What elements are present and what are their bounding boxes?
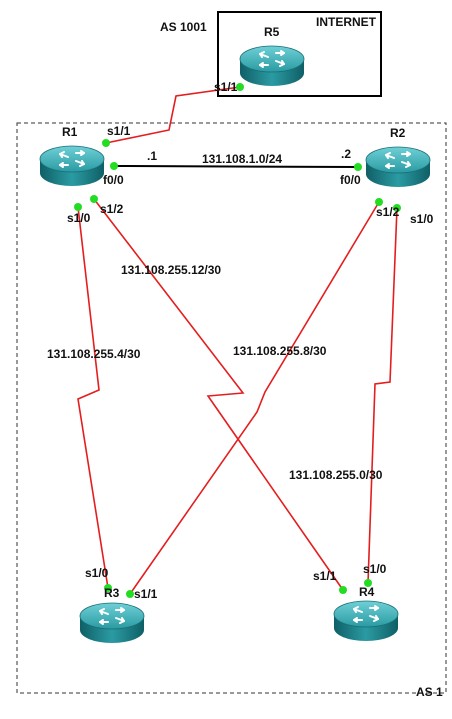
host-r1-f00: .1 [147,149,157,163]
router-r3-name: R3 [104,586,120,600]
link-r2-r3[interactable] [129,201,380,595]
link-r5-r1[interactable] [105,86,241,144]
main-as-label: AS 1 [416,685,443,699]
port-dot-r1-s10[interactable] [74,203,82,211]
network-r1-r2: 131.108.1.0/24 [202,152,282,166]
iface-r2-f00: f0/0 [340,173,361,187]
iface-r1-f00: f0/0 [103,173,124,187]
router-r3[interactable] [79,602,145,644]
link-r2-r4[interactable] [367,207,398,584]
link-r1-r4[interactable] [93,198,344,591]
port-dot-r1-s12[interactable] [90,195,98,203]
port-dot-r4-s10[interactable] [364,579,372,587]
router-icon [39,145,105,187]
router-r2[interactable] [365,146,431,188]
port-dot-r3-s10[interactable] [104,584,112,592]
iface-r4-s10: s1/0 [363,562,387,576]
internet-label: INTERNET [316,15,377,29]
port-dot-r1-f00[interactable] [110,162,118,170]
internet-as-label: AS 1001 [160,20,207,34]
as1-zone-box [16,122,447,694]
link-r1-r3[interactable] [77,206,109,589]
network-r1-r4: 131.108.255.12/30 [121,263,221,277]
network-r2-r4: 131.108.255.0/30 [289,468,383,482]
router-r5[interactable] [239,45,305,87]
port-dot-r3-s11[interactable] [126,590,134,598]
router-r5-name: R5 [264,25,280,39]
port-dot-r2-s10[interactable] [393,204,401,212]
router-icon [79,602,145,644]
port-dot-r2-s12[interactable] [375,198,383,206]
iface-r1-s10: s1/0 [67,211,91,225]
router-r1-name: R1 [62,125,78,139]
iface-r2-s12: s1/2 [376,205,400,219]
link-r1-r2-ethernet[interactable] [113,165,359,168]
iface-r3-s11: s1/1 [134,587,158,601]
router-r4[interactable] [333,600,399,642]
router-icon [333,600,399,642]
network-r2-r3: 131.108.255.8/30 [233,344,327,358]
host-r2-f00: .2 [341,147,351,161]
router-r1[interactable] [39,145,105,187]
router-r4-name: R4 [359,585,375,599]
iface-r3-s10: s1/0 [85,566,109,580]
port-dot-r1-s11[interactable] [102,139,110,147]
iface-r1-s12: s1/2 [100,202,124,216]
router-icon [239,45,305,87]
router-icon [365,146,431,188]
iface-r5-s11: s1/1 [214,80,238,94]
internet-zone-box [217,11,382,97]
router-r2-name: R2 [390,126,406,140]
port-dot-r5-s11[interactable] [236,83,244,91]
network-r1-r3: 131.108.255.4/30 [47,347,141,361]
port-dot-r2-f00[interactable] [354,163,362,171]
port-dots [74,83,401,598]
iface-r1-s11: s1/1 [107,124,131,138]
iface-r4-s11: s1/1 [313,569,337,583]
port-dot-r4-s11[interactable] [339,586,347,594]
iface-r2-s10: s1/0 [410,212,434,226]
